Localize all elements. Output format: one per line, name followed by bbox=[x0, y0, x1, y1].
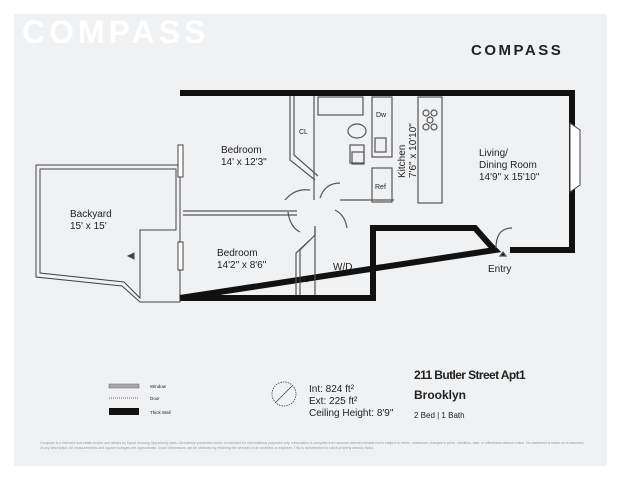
bedroom1-dims: 14' x 12'3" bbox=[221, 157, 267, 168]
legend-window: Window bbox=[150, 384, 167, 389]
stat-ext: Ext: 225 ft² bbox=[309, 396, 358, 407]
legend-thick-wall: Thick Wall bbox=[150, 410, 171, 415]
bedroom2-name: Bedroom bbox=[217, 248, 258, 259]
compass-logo: COMPASS bbox=[471, 42, 564, 59]
interior-walls bbox=[183, 96, 513, 295]
bedroom2-dims: 14'2" x 8'6" bbox=[217, 260, 267, 271]
living-dims: 14'9" x 15'10" bbox=[479, 172, 540, 183]
address-city: Brooklyn bbox=[414, 388, 467, 402]
closet1-label: CL bbox=[299, 129, 308, 136]
backyard-dims: 15' x 15' bbox=[70, 221, 107, 232]
windows bbox=[177, 122, 581, 271]
legend-door: Door bbox=[150, 396, 160, 401]
dishwasher-label: Dw bbox=[376, 112, 387, 119]
disclaimer: Compass is a licensed real estate broker… bbox=[40, 441, 584, 450]
stat-ceiling: Ceiling Height: 8'9" bbox=[309, 408, 394, 419]
closet2-label: CL bbox=[299, 277, 308, 284]
living-name-1: Living/ bbox=[479, 148, 508, 159]
backyard bbox=[35, 164, 181, 303]
compass-rose-icon bbox=[271, 381, 297, 407]
living-name-2: Dining Room bbox=[479, 160, 537, 171]
backyard-name: Backyard bbox=[70, 209, 112, 220]
kitchen-name: Kitchen bbox=[397, 145, 408, 178]
bedroom1-name: Bedroom bbox=[221, 145, 262, 156]
legend: Window Door Thick Wall bbox=[108, 383, 171, 415]
wd-label: W/D bbox=[333, 262, 352, 273]
refrigerator-label: Ref bbox=[375, 184, 386, 191]
beds-baths: 2 Bed | 1 Bath bbox=[414, 411, 465, 420]
kitchen-dims: 7'6" x 10'10" bbox=[408, 123, 419, 178]
address-street: 211 Butler Street Apt1 bbox=[414, 368, 526, 382]
stat-int: Int: 824 ft² bbox=[309, 384, 355, 395]
entry-label: Entry bbox=[488, 264, 511, 275]
compass-watermark: COMPASS bbox=[22, 14, 210, 50]
